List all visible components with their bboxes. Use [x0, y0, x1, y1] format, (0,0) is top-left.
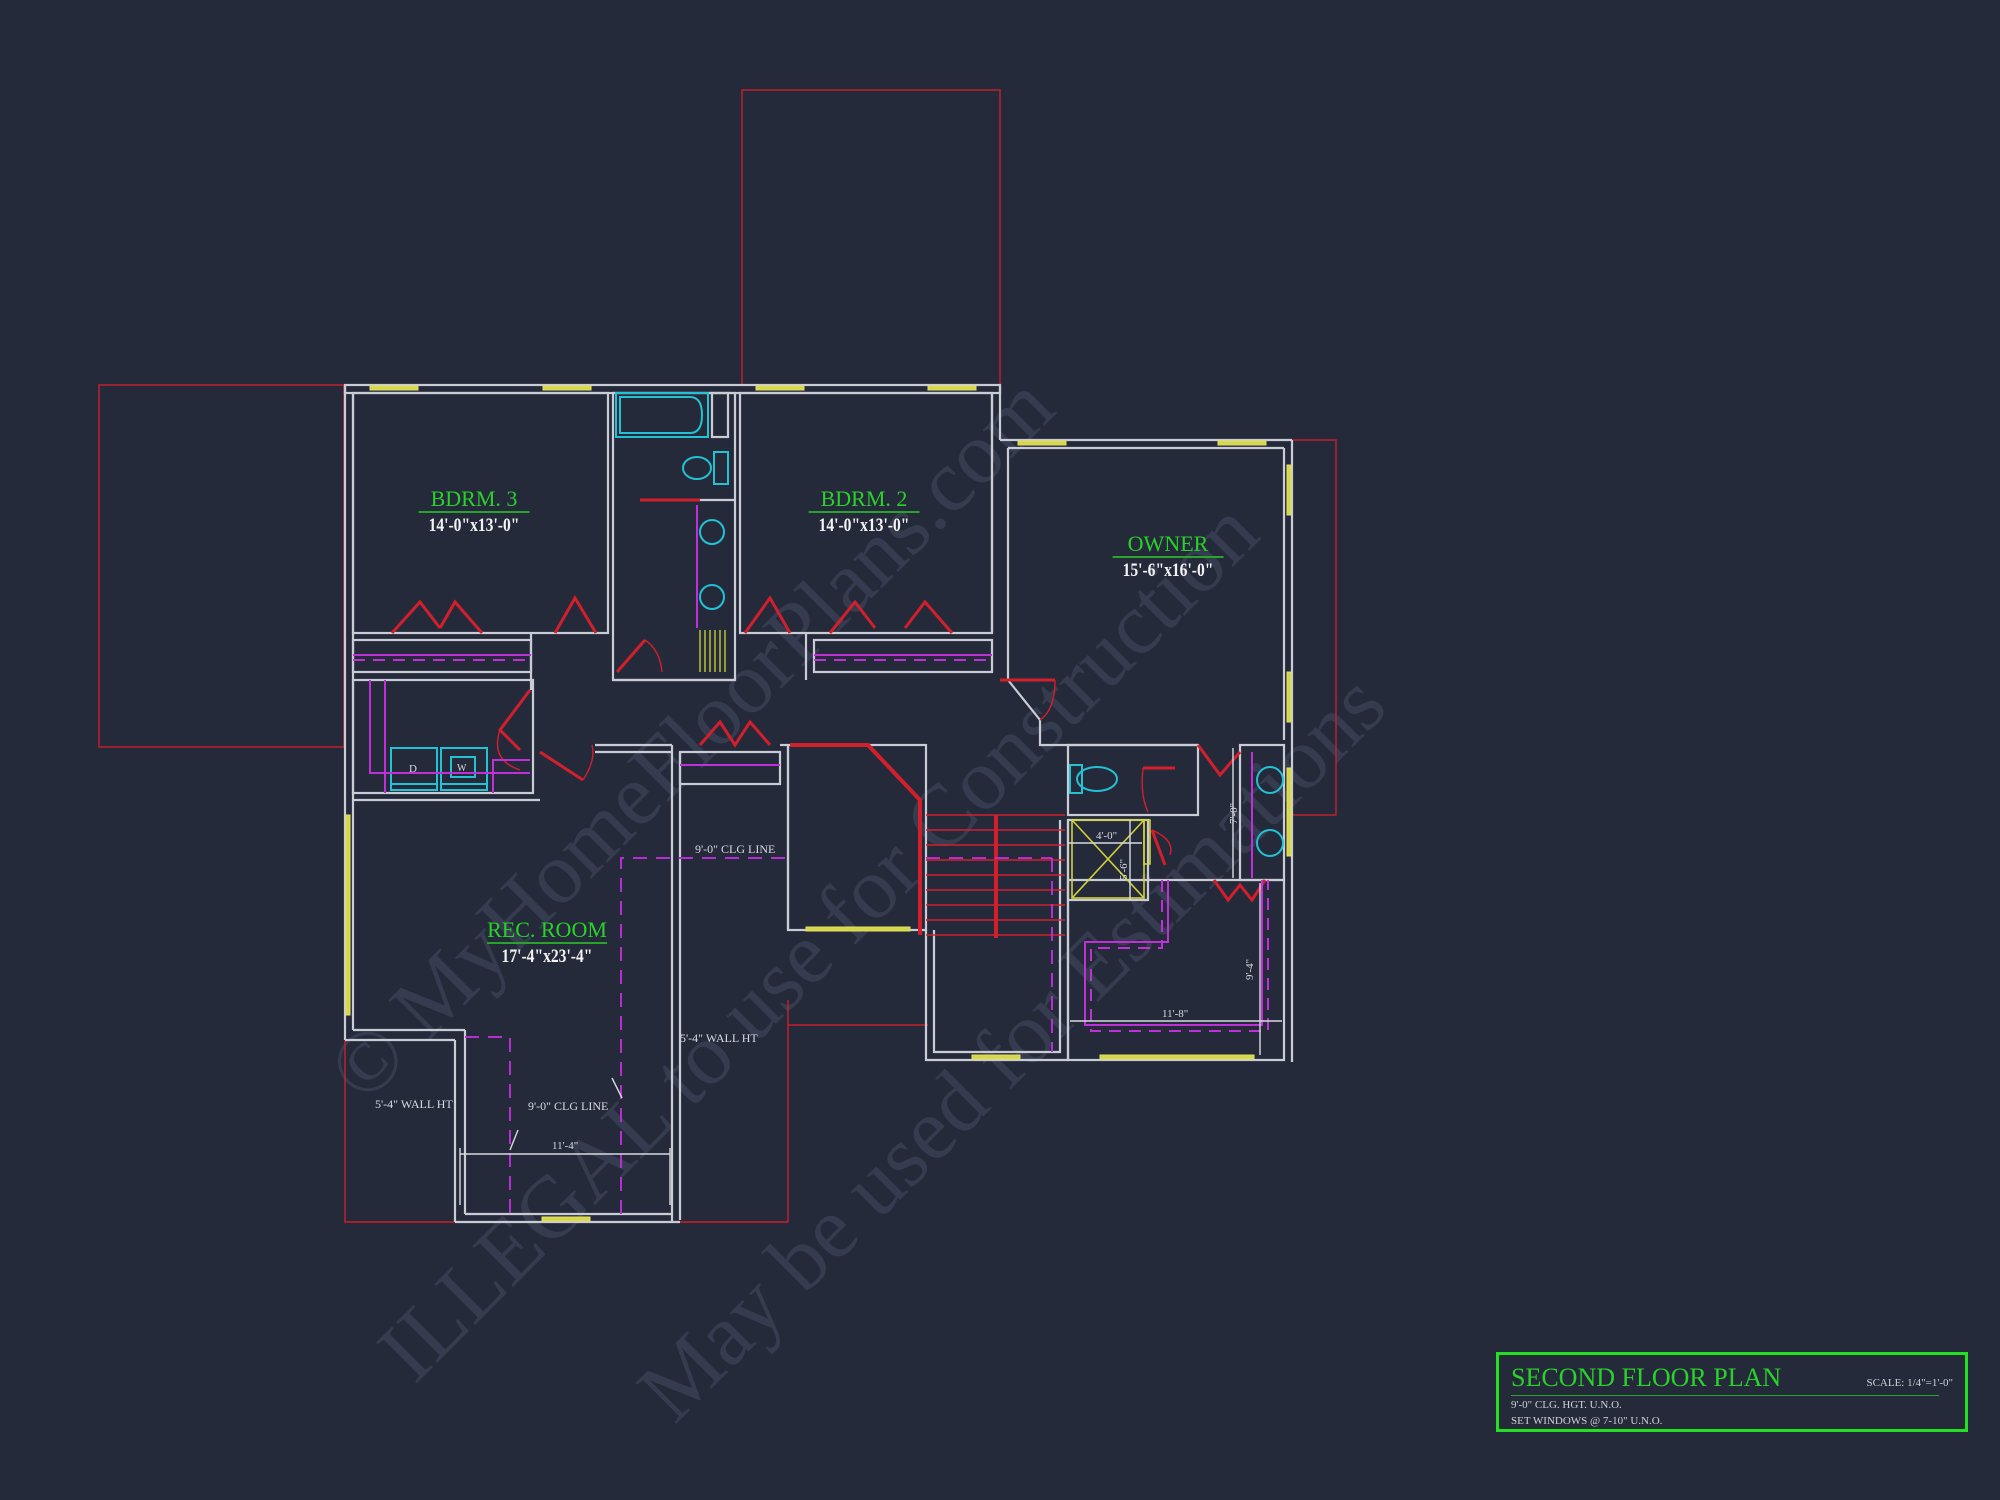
dim-vanity-length: 7'-0": [1228, 802, 1240, 824]
windows: [345, 385, 1292, 1222]
room-label-bdrm3: BDRM. 3 14'-0"x13'-0": [418, 488, 530, 536]
staircase: [926, 814, 1065, 1052]
dim-rec-alcove-width: 11'-4": [552, 1140, 579, 1152]
wall-height-note-left: 5'-4" WALL HT: [375, 1097, 453, 1111]
drawing-title: SECOND FLOOR PLAN: [1511, 1363, 1782, 1392]
title-block: SECOND FLOOR PLAN SCALE: 1/4"=1'-0" 9'-0…: [1496, 1352, 1968, 1432]
room-name: OWNER: [1112, 533, 1224, 558]
window-height-note: SET WINDOWS @ 7-10" U.N.O.: [1511, 1415, 1663, 1427]
ceiling-height-note: 9'-0" CLG. HGT. U.N.O.: [1511, 1399, 1622, 1411]
drawing-scale: SCALE: 1/4"=1'-0": [1866, 1377, 1953, 1389]
plumbing-fixtures: [390, 391, 1284, 899]
clg-line-note-upper: 9'-0" CLG LINE: [695, 842, 776, 856]
washer-label: W: [457, 763, 467, 774]
room-size: 15'-6"x16'-0": [1122, 560, 1214, 581]
dimension-lines: [459, 748, 1282, 1205]
dim-shower-depth: 5'-6": [1118, 858, 1130, 880]
room-label-bdrm2: BDRM. 2 14'-0"x13'-0": [808, 488, 920, 536]
linen-hatch: [699, 630, 726, 672]
doors: [390, 595, 1267, 935]
room-size: 14'-0"x13'-0": [818, 515, 910, 536]
room-size: 17'-4"x23'-4": [501, 946, 593, 967]
room-name: BDRM. 3: [418, 488, 530, 513]
room-size: 14'-0"x13'-0": [428, 515, 520, 536]
dryer-label: D: [409, 763, 417, 775]
room-name: REC. ROOM: [487, 917, 607, 944]
dim-shower-width: 4'-0": [1096, 830, 1118, 842]
room-name: BDRM. 2: [808, 488, 920, 513]
room-label-rec-room: REC. ROOM 17'-4"x23'-4": [487, 919, 607, 966]
title-underline: [1511, 1395, 1939, 1396]
room-label-owner: OWNER 15'-6"x16'-0": [1112, 533, 1224, 581]
wall-height-note-right: 5'-4" WALL HT: [680, 1031, 758, 1045]
dim-closet-depth: 9'-4": [1244, 958, 1256, 980]
roof-outline: [98, 89, 1337, 1223]
clg-line-note-lower: 9'-0" CLG LINE: [528, 1099, 609, 1113]
closet-shelving: [353, 654, 1269, 1032]
dim-closet-width: 11'-8": [1162, 1008, 1189, 1020]
